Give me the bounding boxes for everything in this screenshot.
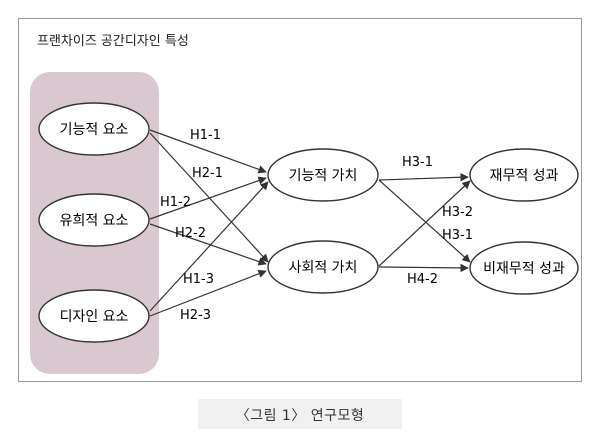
node-functional-factor-label: 기능적 요소 [60, 122, 129, 138]
node-design-factor: 디자인 요소 [38, 289, 150, 343]
label-h2-2: H2-2 [175, 226, 206, 241]
node-financial-performance-label: 재무적 성과 [490, 168, 559, 184]
node-design-factor-label: 디자인 요소 [60, 309, 129, 325]
path-h2-2 [149, 223, 267, 266]
path-h1-2 [149, 176, 267, 220]
path-h2-1 [149, 132, 269, 263]
path-h1-3 [149, 181, 269, 312]
label-h3-2: H3-2 [442, 205, 473, 220]
label-h3-1-lower: H3-1 [442, 228, 473, 243]
path-h4-2 [378, 263, 469, 273]
caption-background [198, 399, 402, 429]
path-h3-2 [378, 180, 471, 267]
node-functional-value-label: 기능적 가치 [289, 168, 358, 184]
path-h3-1-upper [378, 173, 469, 182]
figure-caption: 〈그림 1〉 연구모형 [235, 408, 365, 424]
path-h1-1 [149, 129, 267, 174]
label-h3-1-upper: H3-1 [402, 155, 433, 170]
label-h1-3: H1-3 [183, 272, 214, 287]
node-nonfinancial-performance: 비재무적 성과 [469, 241, 579, 295]
label-h2-3: H2-3 [180, 308, 211, 323]
node-functional-value: 기능적 가치 [267, 148, 379, 202]
node-social-value-label: 사회적 가치 [289, 260, 358, 276]
node-hedonic-factor-label: 유희적 요소 [60, 213, 129, 229]
label-h2-1: H2-1 [192, 166, 223, 181]
label-h1-1: H1-1 [190, 128, 221, 143]
path-h2-3 [149, 269, 267, 317]
node-social-value: 사회적 가치 [267, 240, 379, 294]
diagram-title: 프랜차이즈 공간디자인 특성 [37, 34, 189, 49]
label-h1-2: H1-2 [160, 195, 191, 210]
node-functional-factor: 기능적 요소 [38, 102, 150, 156]
label-h4-2: H4-2 [407, 272, 438, 287]
node-nonfinancial-performance-label: 비재무적 성과 [483, 261, 565, 277]
node-hedonic-factor: 유희적 요소 [38, 193, 150, 247]
path-h3-1-lower [378, 179, 471, 263]
node-financial-performance: 재무적 성과 [469, 148, 579, 202]
